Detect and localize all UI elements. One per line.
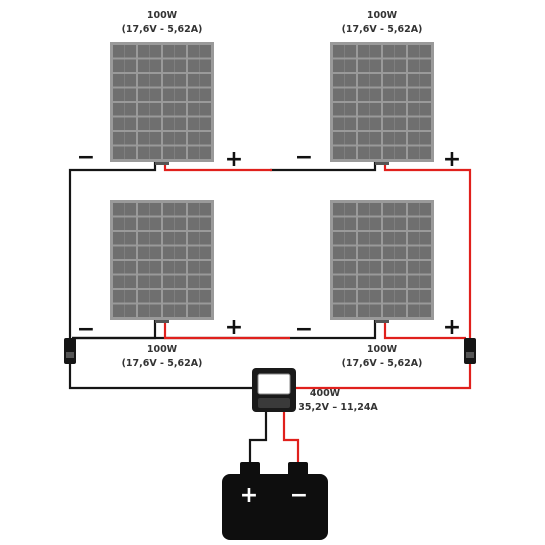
- panel-bottom-right-label: 100W (17,6V - 5,62A): [342, 344, 423, 369]
- panel-top-left-label: 100W (17,6V - 5,62A): [122, 10, 203, 35]
- negative-sign: −: [295, 145, 313, 170]
- panel-top-right-label: 100W (17,6V - 5,62A): [342, 10, 423, 35]
- panel-spec: (17,6V - 5,62A): [342, 24, 423, 35]
- battery-negative-sign: −: [290, 483, 308, 508]
- negative-sign: −: [295, 317, 313, 342]
- positive-sign: +: [443, 315, 461, 340]
- solar-panel-bottom-left: [110, 200, 214, 323]
- junction-box: [375, 320, 389, 323]
- junction-box: [375, 162, 389, 165]
- positive-sign: +: [225, 147, 243, 172]
- negative-sign: −: [77, 145, 95, 170]
- panel-group: [110, 42, 434, 323]
- solar-panel-bottom-right: [330, 200, 434, 323]
- negative-sign: −: [77, 317, 95, 342]
- panel-spec: (17,6V - 5,62A): [122, 358, 203, 369]
- panel-power: 100W: [147, 10, 178, 21]
- panel-bottom-left-label: 100W (17,6V - 5,62A): [122, 344, 203, 369]
- controller-power: 400W: [310, 388, 341, 399]
- panel-power: 100W: [367, 344, 398, 355]
- controller-spec: 35,2V – 11,24A: [298, 402, 378, 413]
- right-connector: [464, 338, 476, 364]
- positive-sign: +: [225, 315, 243, 340]
- panel-power: 100W: [147, 344, 178, 355]
- solar-panel-top-left: [110, 42, 214, 165]
- junction-box: [155, 320, 169, 323]
- battery-positive-sign: +: [240, 483, 258, 508]
- panel-spec: (17,6V - 5,62A): [122, 24, 203, 35]
- left-connector: [64, 338, 76, 364]
- panel-power: 100W: [367, 10, 398, 21]
- battery: [222, 462, 328, 540]
- junction-box: [155, 162, 169, 165]
- charge-controller: [252, 368, 296, 412]
- solar-panel-top-right: [330, 42, 434, 165]
- positive-sign: +: [443, 147, 461, 172]
- panel-spec: (17,6V - 5,62A): [342, 358, 423, 369]
